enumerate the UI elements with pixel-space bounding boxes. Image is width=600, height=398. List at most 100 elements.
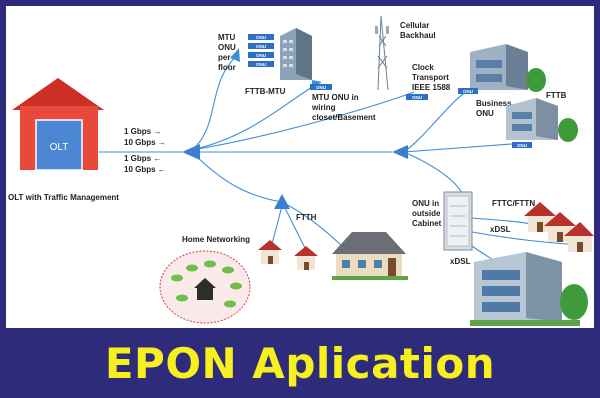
onu-device — [248, 52, 274, 58]
device-icon — [171, 274, 183, 282]
xdsl-label: xDSL — [450, 257, 471, 266]
clock-transport-label: Clock Transport IEEE 1588 — [412, 63, 451, 92]
window-band — [476, 60, 502, 68]
business-building-icon — [470, 44, 546, 92]
label-line: MTU ONU in — [312, 93, 359, 102]
house-icon — [524, 202, 556, 232]
olt-roof — [12, 78, 104, 110]
tree — [560, 284, 588, 320]
banner-title: EPON Aplication — [104, 339, 496, 388]
business-onu-label: Business ONU — [476, 99, 512, 118]
window — [289, 64, 293, 67]
ftth-label: FTTH — [296, 213, 317, 222]
lawn — [470, 320, 580, 326]
onu-device — [248, 43, 274, 49]
label-line: outside — [412, 209, 441, 218]
onu-tag: ONU — [517, 143, 527, 148]
large-house-icon — [332, 232, 408, 280]
tower-brace — [378, 35, 387, 47]
label-line: Cabinet — [412, 219, 442, 228]
xdsl-label: xDSL — [490, 225, 511, 234]
fiber-ftth-house1 — [271, 205, 283, 245]
onu-device — [248, 61, 274, 67]
label-line: MTU — [218, 33, 236, 42]
mtu-onu-stack: ONU ONU ONU ONU — [248, 34, 274, 67]
label-line: Transport — [412, 73, 449, 82]
cellular-backhaul-label: Cellular Backhaul — [400, 21, 436, 40]
house-window — [342, 260, 350, 268]
onu-tag: ONU — [316, 85, 326, 90]
fttb-mtu-label: FTTB-MTU — [245, 87, 286, 96]
house-icon — [294, 246, 318, 270]
house-door — [537, 222, 543, 232]
antenna — [386, 26, 389, 34]
olt-box-label: OLT — [50, 142, 69, 153]
window — [289, 40, 293, 43]
mtu-onu-wiring-label: MTU ONU in wiring closet/Basement — [311, 93, 376, 122]
onu-device — [512, 142, 532, 148]
onu-device — [248, 34, 274, 40]
tower-mast — [377, 15, 382, 91]
window — [289, 48, 293, 51]
onu-outside-cabinet-label: ONU in outside Cabinet — [412, 199, 442, 228]
building-side — [536, 98, 558, 140]
house-door — [577, 242, 583, 252]
rate-line: 1 Gbps → — [124, 127, 161, 136]
office-building-icon — [470, 252, 588, 326]
window — [283, 64, 287, 67]
fttb-building-icon — [506, 98, 578, 142]
diagram-panel: OLT OLT with Traffic Management 1 Gbps →… — [6, 6, 594, 328]
window — [283, 48, 287, 51]
tree — [526, 68, 546, 92]
fiber-ftth-house3 — [285, 203, 343, 247]
fiber-ftth-house2 — [283, 205, 307, 251]
label-line: ONU — [476, 109, 494, 118]
house-window — [358, 260, 366, 268]
fiber-to-mtu — [191, 53, 240, 151]
label-line: closet/Basement — [312, 113, 376, 122]
fiber-to-ftth — [191, 151, 283, 203]
window-band — [512, 112, 532, 119]
mtu-building-icon — [280, 28, 312, 80]
onu-device — [310, 84, 332, 90]
house-door — [388, 258, 396, 276]
label-line: Cellular — [400, 21, 429, 30]
house-roof — [294, 246, 318, 256]
label-line: IEEE 1588 — [412, 83, 451, 92]
cabinet-door — [446, 195, 470, 247]
window — [289, 56, 293, 59]
device-icon — [186, 264, 198, 272]
fiber-to-business — [403, 89, 469, 153]
olt-building: OLT — [12, 78, 104, 171]
onu-tag: ONU — [256, 35, 266, 40]
rate-line: 1 Gbps ← — [124, 154, 161, 163]
fiber-to-clock — [191, 91, 415, 151]
building-side — [296, 28, 312, 80]
onu-tag: ONU — [256, 62, 266, 67]
device-icon — [222, 266, 234, 274]
device-icon — [176, 294, 188, 302]
house-door — [304, 262, 309, 270]
house-icon — [544, 212, 576, 242]
device-icon — [230, 282, 242, 290]
onu-device — [458, 88, 478, 94]
antenna — [375, 26, 378, 34]
window-band — [482, 302, 520, 312]
window-band — [512, 124, 532, 131]
onu-tag: ONU — [463, 89, 473, 94]
label-line: wiring — [311, 103, 336, 112]
house-roof — [332, 232, 406, 254]
olt-rates: 1 Gbps → 10 Gbps → 1 Gbps ← 10 Gbps ← — [124, 127, 166, 174]
window-band — [482, 286, 520, 296]
window-band — [476, 74, 502, 82]
splitter-main — [182, 144, 200, 160]
rate-line: 10 Gbps ← — [124, 165, 166, 174]
house-window — [374, 260, 382, 268]
window — [283, 40, 287, 43]
device-icon — [224, 300, 236, 308]
outside-cabinet-icon — [443, 191, 473, 251]
house-roof — [564, 222, 594, 236]
home-roof — [194, 278, 216, 288]
label-line: ONU in — [412, 199, 439, 208]
epon-diagram: OLT OLT with Traffic Management 1 Gbps →… — [8, 15, 594, 326]
